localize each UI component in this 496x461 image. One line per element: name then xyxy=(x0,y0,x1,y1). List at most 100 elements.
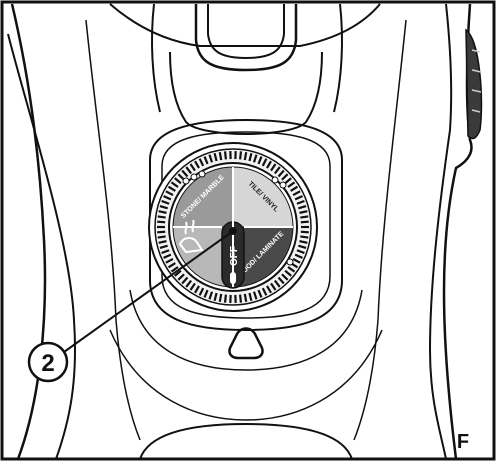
dial-knurl-tick xyxy=(213,152,218,162)
dial-knurl-tick xyxy=(281,273,289,281)
dial-knurl-tick xyxy=(181,169,189,178)
dial-knurl-tick xyxy=(266,160,272,169)
dial-knurl-tick xyxy=(167,185,176,192)
dial-off-label: OFF xyxy=(229,246,240,266)
dial-knurl-tick xyxy=(300,230,309,234)
dial-knurl-tick xyxy=(273,279,281,288)
dial-knurl-tick xyxy=(161,199,170,205)
mop-body-outline xyxy=(7,3,473,460)
dial-level-dots xyxy=(182,170,294,266)
front-indicator-icon xyxy=(228,327,264,360)
dial-sector-wood xyxy=(232,226,294,288)
callout-circle xyxy=(27,341,69,383)
dial-knurl-tick xyxy=(177,173,185,181)
dial-knurl-tick xyxy=(290,185,299,192)
dial-knurl-tick xyxy=(299,210,308,214)
dial-knurl-tick xyxy=(298,204,307,210)
dial-knurl-tick xyxy=(157,215,166,219)
dial-knurl-tick xyxy=(287,266,296,273)
dial-knurl-tick xyxy=(157,220,166,224)
dial-knurl-tick xyxy=(157,230,166,234)
dial-knurl-tick xyxy=(158,210,167,214)
dial-knurl-tick xyxy=(158,240,167,244)
dial-knurl-tick xyxy=(243,293,248,303)
dial-knurl-tick xyxy=(277,169,285,178)
dial-knurl-tick xyxy=(163,253,172,259)
dial-knurl-tick xyxy=(170,266,179,273)
callout-leader-line xyxy=(63,230,234,353)
dial-knurl-tick xyxy=(174,269,182,277)
dial-knurl-tick xyxy=(218,151,223,161)
dial-knurl-tick xyxy=(266,285,272,294)
dial-knurl-tick xyxy=(208,154,214,163)
dial-knurl-ring xyxy=(157,151,309,303)
dial-sector-stone xyxy=(172,166,234,228)
dial-knurl-tick xyxy=(157,235,166,239)
dial-knurl-tick xyxy=(296,199,305,205)
dial-knurl-tick xyxy=(257,289,263,298)
dial-knurl-tick xyxy=(287,181,296,188)
dial-knurl-tick xyxy=(248,152,253,162)
dial-knurl-tick xyxy=(299,240,308,244)
dial-knurl-tick xyxy=(185,279,193,288)
dial-knurl-tick xyxy=(213,292,218,302)
dial-knurl-tick xyxy=(261,287,268,296)
figure-letter: F xyxy=(457,431,469,453)
dial-knurl-tick xyxy=(292,257,301,264)
dial-knurl-tick xyxy=(194,285,200,294)
dial-knurl-tick xyxy=(300,215,309,219)
dial-knurl-tick xyxy=(203,156,209,165)
dial-recess xyxy=(109,118,383,421)
dial-knurl-tick xyxy=(165,257,174,264)
dial-knurl-tick xyxy=(296,249,305,255)
dial-knurl-tick xyxy=(284,269,292,277)
dial-knurl-tick xyxy=(292,190,301,197)
dial-knurl-tick xyxy=(243,151,248,161)
dial-knurl-tick xyxy=(189,282,196,291)
dial-knurl-tick xyxy=(298,244,307,250)
dial-knurl-tick xyxy=(181,276,189,285)
dial-knurl-tick xyxy=(194,160,200,169)
dial-knurl-tick xyxy=(270,282,277,291)
dial-knurl-tick xyxy=(161,249,170,255)
dial-knurl-tick xyxy=(252,154,258,163)
dial-knurl-tick xyxy=(252,291,258,300)
dial-knurl-tick xyxy=(239,151,243,160)
dial-knurl-tick xyxy=(248,292,253,302)
dial-knurl-tick xyxy=(294,195,303,201)
dial-knurl-tick xyxy=(300,235,309,239)
dial-knurl-tick xyxy=(239,294,243,303)
dial-knurl-tick xyxy=(177,273,185,281)
dial-knurl-tick xyxy=(165,190,174,197)
dial-knurl-tick xyxy=(273,166,281,175)
dial-knurl-tick xyxy=(223,151,227,160)
selector-dial[interactable]: STONE/ MARBLE TILE/ VINYL WOOD/ LAMINATE… xyxy=(148,142,318,312)
dial-knurl-tick xyxy=(218,293,223,303)
callout-number: 2 xyxy=(41,350,54,377)
dial-sector-tile xyxy=(232,166,294,228)
dial-knurl-tick xyxy=(277,276,285,285)
dial-knurl-tick xyxy=(189,163,196,172)
dial-knurl-tick xyxy=(203,289,209,298)
side-grip xyxy=(465,28,483,140)
dial-knurl-tick xyxy=(281,173,289,181)
dial-knurl-tick xyxy=(223,294,227,303)
dial-knurl-tick xyxy=(163,195,172,201)
dial-knurl-tick xyxy=(159,204,168,210)
dial-knurl-tick xyxy=(208,291,214,300)
dial-knurl-tick xyxy=(300,220,309,224)
dial-knurl-tick xyxy=(159,244,168,250)
dial-knurl-tick xyxy=(170,181,179,188)
dial-knurl-tick xyxy=(185,166,193,175)
dial-knurl-tick xyxy=(261,158,268,167)
handle-neck xyxy=(109,3,381,135)
dial-knurl-tick xyxy=(257,156,263,165)
dial-knurl-tick xyxy=(174,177,182,185)
dial-knurl-tick xyxy=(284,177,292,185)
dial-knurl-tick xyxy=(294,253,303,259)
dial-knurl-tick xyxy=(270,163,277,172)
dial-knurl-tick xyxy=(198,158,205,167)
dial-knurl-tick xyxy=(198,287,205,296)
dial-knurl-tick xyxy=(167,262,176,269)
